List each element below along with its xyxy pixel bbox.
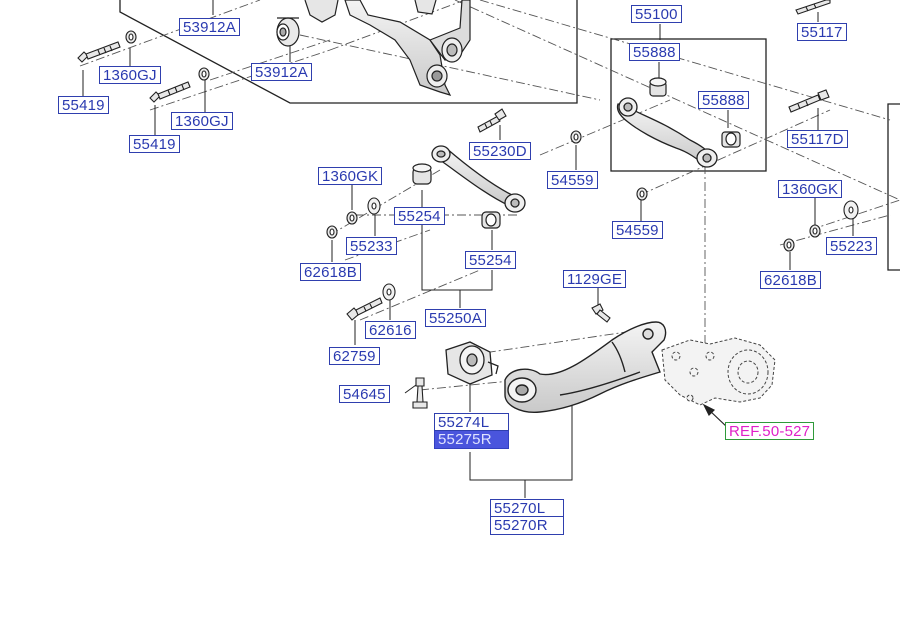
bolt-55117: [795, 0, 831, 15]
part-label-62618B-right[interactable]: 62618B: [760, 271, 821, 289]
nut-1360GK-left: [346, 211, 358, 225]
trailing-arm-55270: [504, 321, 667, 413]
bolt-62759: [346, 297, 383, 321]
part-label-55254-lower[interactable]: 55254: [465, 251, 516, 269]
part-label-54559-lower[interactable]: 54559: [612, 221, 663, 239]
nut-62618B-right: [783, 238, 795, 252]
lateral-link-55250A: [431, 145, 526, 213]
part-label-55223[interactable]: 55223: [826, 237, 877, 255]
bushing-55254-upper: [412, 163, 432, 185]
part-label-1360GK-right[interactable]: 1360GK: [778, 180, 843, 198]
part-label-55270R[interactable]: 55270R: [490, 517, 564, 535]
knuckle-hub: [661, 337, 776, 406]
part-label-55888-left[interactable]: 55888: [629, 43, 680, 61]
part-label-55100[interactable]: 55100: [631, 5, 682, 23]
part-label-55275R-selected[interactable]: 55275R: [434, 431, 509, 449]
part-label-55888-right[interactable]: 55888: [698, 91, 749, 109]
bushing-55254-lower: [481, 211, 501, 229]
bolt-1129GE: [591, 303, 611, 323]
nut-1360GJ-lower: [198, 67, 210, 81]
part-label-55419-upper[interactable]: 55419: [58, 96, 109, 114]
part-label-1360GJ-lower[interactable]: 1360GJ: [171, 112, 233, 130]
leader-lines: [82, 0, 854, 498]
part-label-55230D[interactable]: 55230D: [469, 142, 531, 160]
bushing-55274L: [445, 341, 499, 385]
bolt-55419-upper: [77, 41, 121, 63]
bushing-55888-right: [721, 131, 741, 148]
ref-arrow: [702, 403, 729, 429]
reference-label-50-527[interactable]: REF.50-527: [725, 422, 815, 440]
nut-54559-upper: [570, 130, 582, 144]
washer-55233: [367, 197, 381, 215]
bolt-55117D: [788, 89, 830, 113]
washer-62616: [382, 283, 396, 301]
washer-55223: [843, 200, 859, 220]
part-label-1360GK-left[interactable]: 1360GK: [318, 167, 383, 185]
frame-lines: [119, 0, 900, 271]
part-label-55274L[interactable]: 55274L: [434, 413, 509, 431]
nut-54559-lower: [636, 187, 648, 201]
upper-arm-55100: [616, 97, 718, 168]
part-label-53912A-lower[interactable]: 53912A: [251, 63, 312, 81]
bushing-53912A: [276, 17, 300, 47]
nut-1360GK-right: [809, 224, 821, 238]
part-label-62759[interactable]: 62759: [329, 347, 380, 365]
part-label-54645[interactable]: 54645: [339, 385, 390, 403]
part-label-55250A[interactable]: 55250A: [425, 309, 486, 327]
part-label-55233[interactable]: 55233: [346, 237, 397, 255]
part-label-62616[interactable]: 62616: [365, 321, 416, 339]
subframe-bracket: [304, 0, 471, 96]
bolt-54645: [412, 377, 428, 409]
part-label-53912A-upper[interactable]: 53912A: [179, 18, 240, 36]
part-label-54559-upper[interactable]: 54559: [547, 171, 598, 189]
part-label-55117D[interactable]: 55117D: [787, 130, 848, 148]
nut-62618B-left: [326, 225, 338, 239]
part-label-55117[interactable]: 55117: [797, 23, 847, 41]
part-label-1129GE[interactable]: 1129GE: [563, 270, 627, 288]
part-label-55419-lower[interactable]: 55419: [129, 135, 180, 153]
part-label-1360GJ-upper[interactable]: 1360GJ: [99, 66, 161, 84]
bushing-55888-left: [649, 77, 667, 97]
part-label-55270L[interactable]: 55270L: [490, 499, 564, 517]
part-label-62618B-left[interactable]: 62618B: [300, 263, 361, 281]
part-label-55254-upper[interactable]: 55254: [394, 207, 445, 225]
bolt-55230D: [477, 108, 507, 133]
bolt-55419-lower: [149, 81, 191, 103]
nut-1360GJ-upper: [125, 30, 137, 44]
